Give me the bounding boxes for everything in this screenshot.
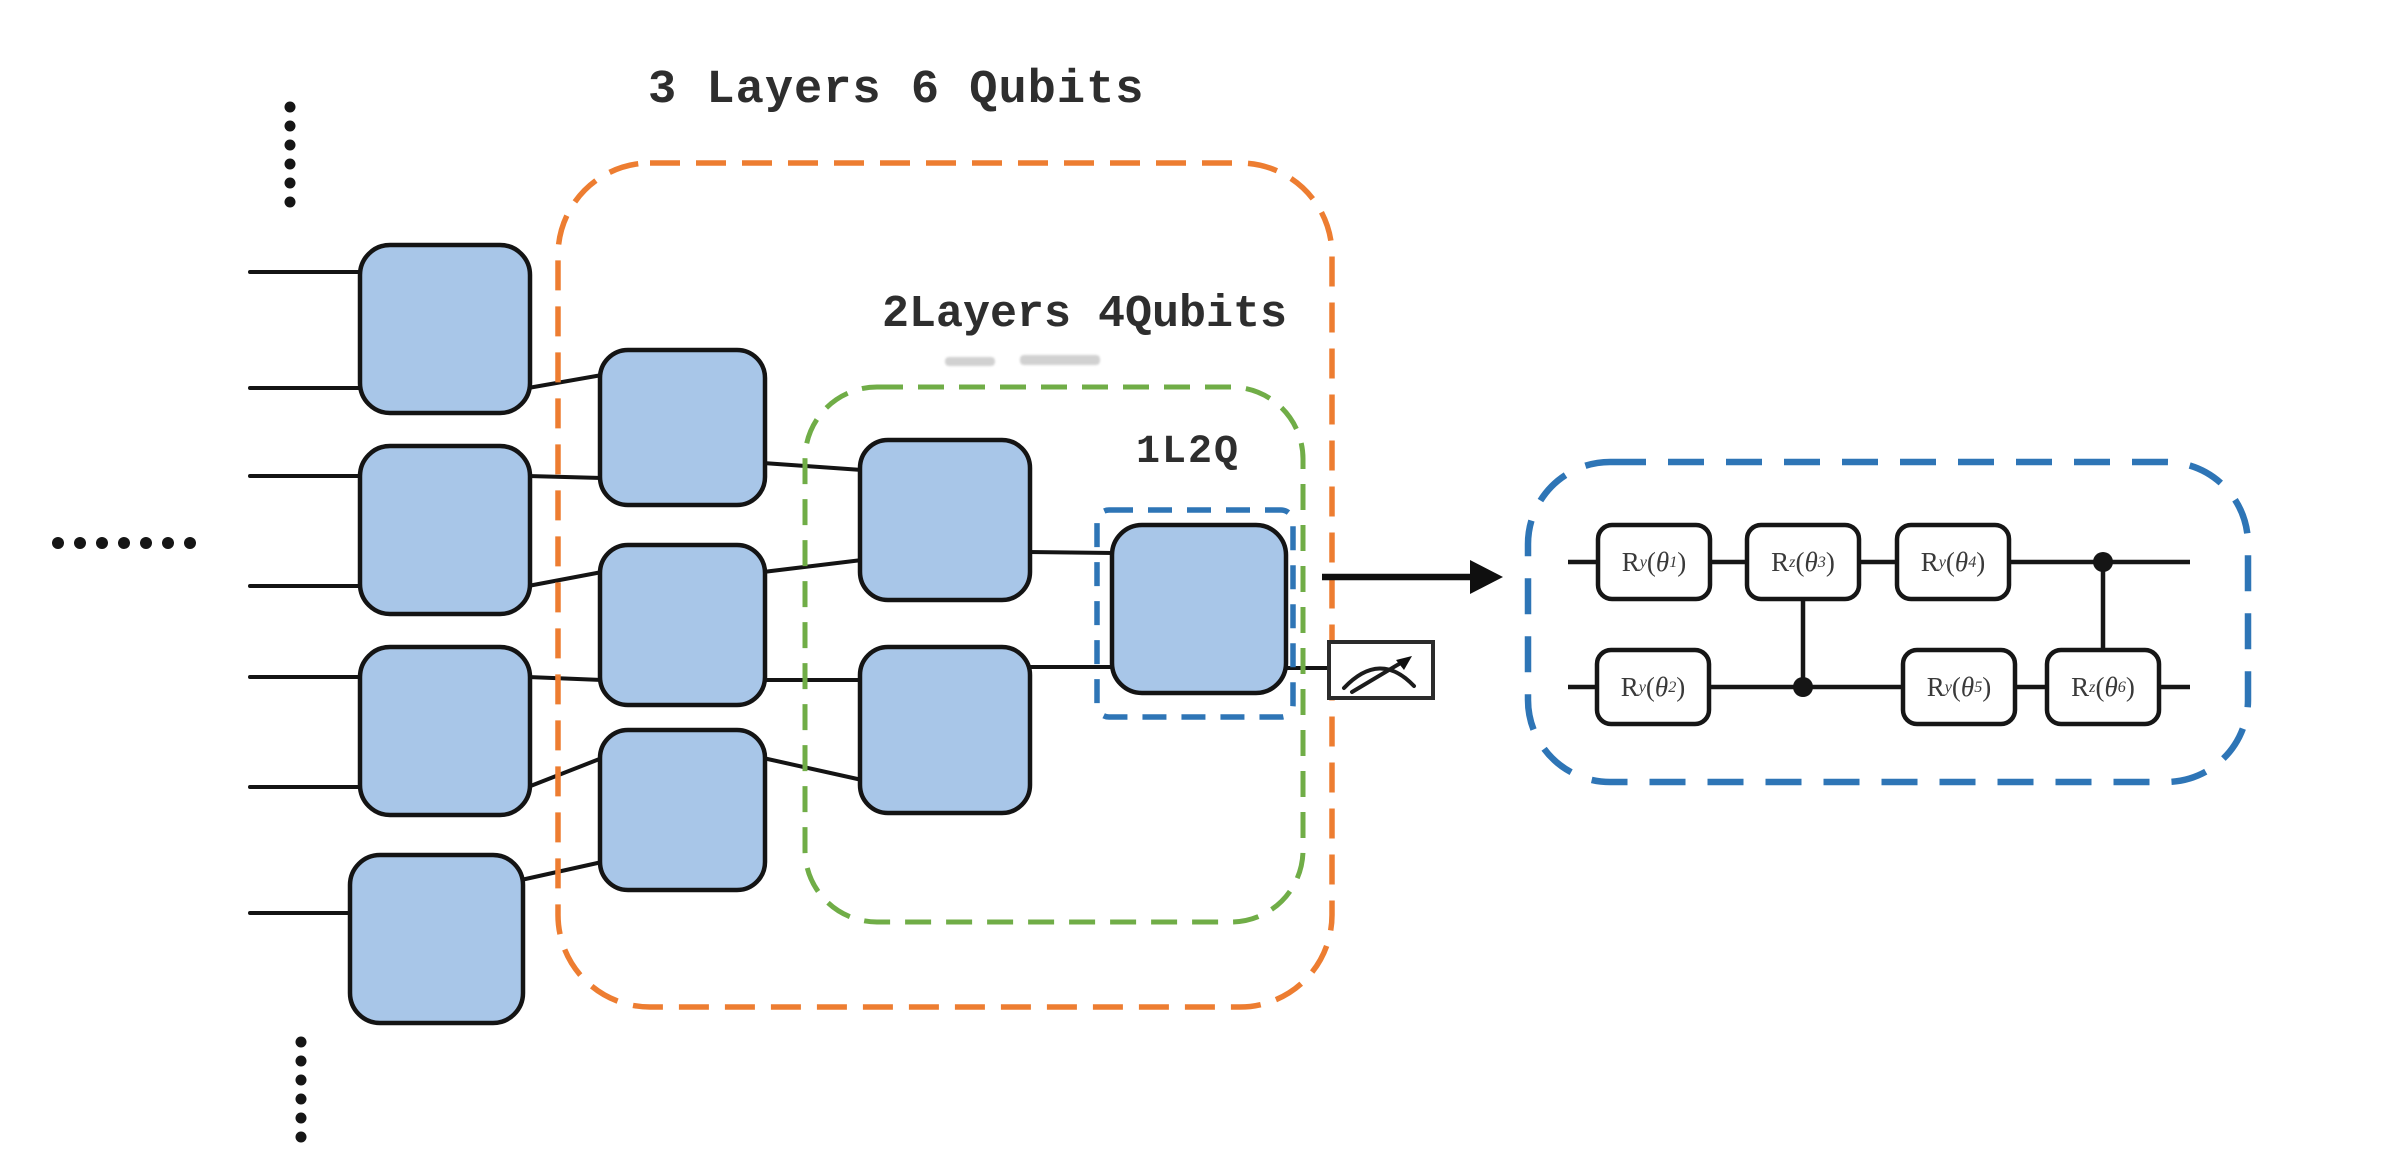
gate-box [1744,522,1862,602]
vertical-dots-top-icon [284,101,296,208]
control-dots [1793,552,2113,697]
region-label-3l6q: 3 Layers 6 Qubits [648,64,1145,117]
tree-connection-wires [519,373,1331,882]
ttn-block [597,542,768,708]
ttn-block [357,644,533,818]
gate-box [1894,522,2012,602]
ttn-block [357,242,533,416]
control-dot [2093,552,2113,572]
ttn-block-1l2q [1109,522,1289,696]
ttn-block [857,437,1033,603]
region-outer-3l6q [555,160,1335,1010]
gauge-meter-icon [1327,640,1435,700]
erased-text-smudge [1020,355,1100,365]
ttn-column-2 [597,347,768,893]
ttn-block [347,852,526,1026]
gate-box [1900,647,2018,727]
erased-text-smudge [945,357,995,366]
ttn-column-3 [857,437,1033,816]
ttn-column-4 [1109,522,1289,696]
ttn-column-1 [347,242,533,1026]
region-middle-2l4q [802,384,1306,925]
vertical-dots-bottom-icon [295,1036,307,1143]
ttn-block [857,644,1033,816]
ttn-block [357,443,533,617]
horizontal-dots-left-icon [52,537,196,549]
gate-box [1595,522,1713,602]
ttn-block [597,347,768,508]
gate-box [1594,647,1712,727]
gate-box [2044,647,2162,727]
qubit-input-wires [248,270,364,915]
gate-boxes [1594,522,2162,727]
control-dot [1793,677,1813,697]
region-label-2l4q: 2Layers 4Qubits [882,289,1288,340]
region-inner-1l2q [1094,507,1296,720]
region-detail-circuit [1524,458,2252,786]
ttn-block [597,727,768,893]
region-label-1l2q: 1L2Q [1136,430,1241,475]
right-arrow-icon [1322,560,1503,594]
